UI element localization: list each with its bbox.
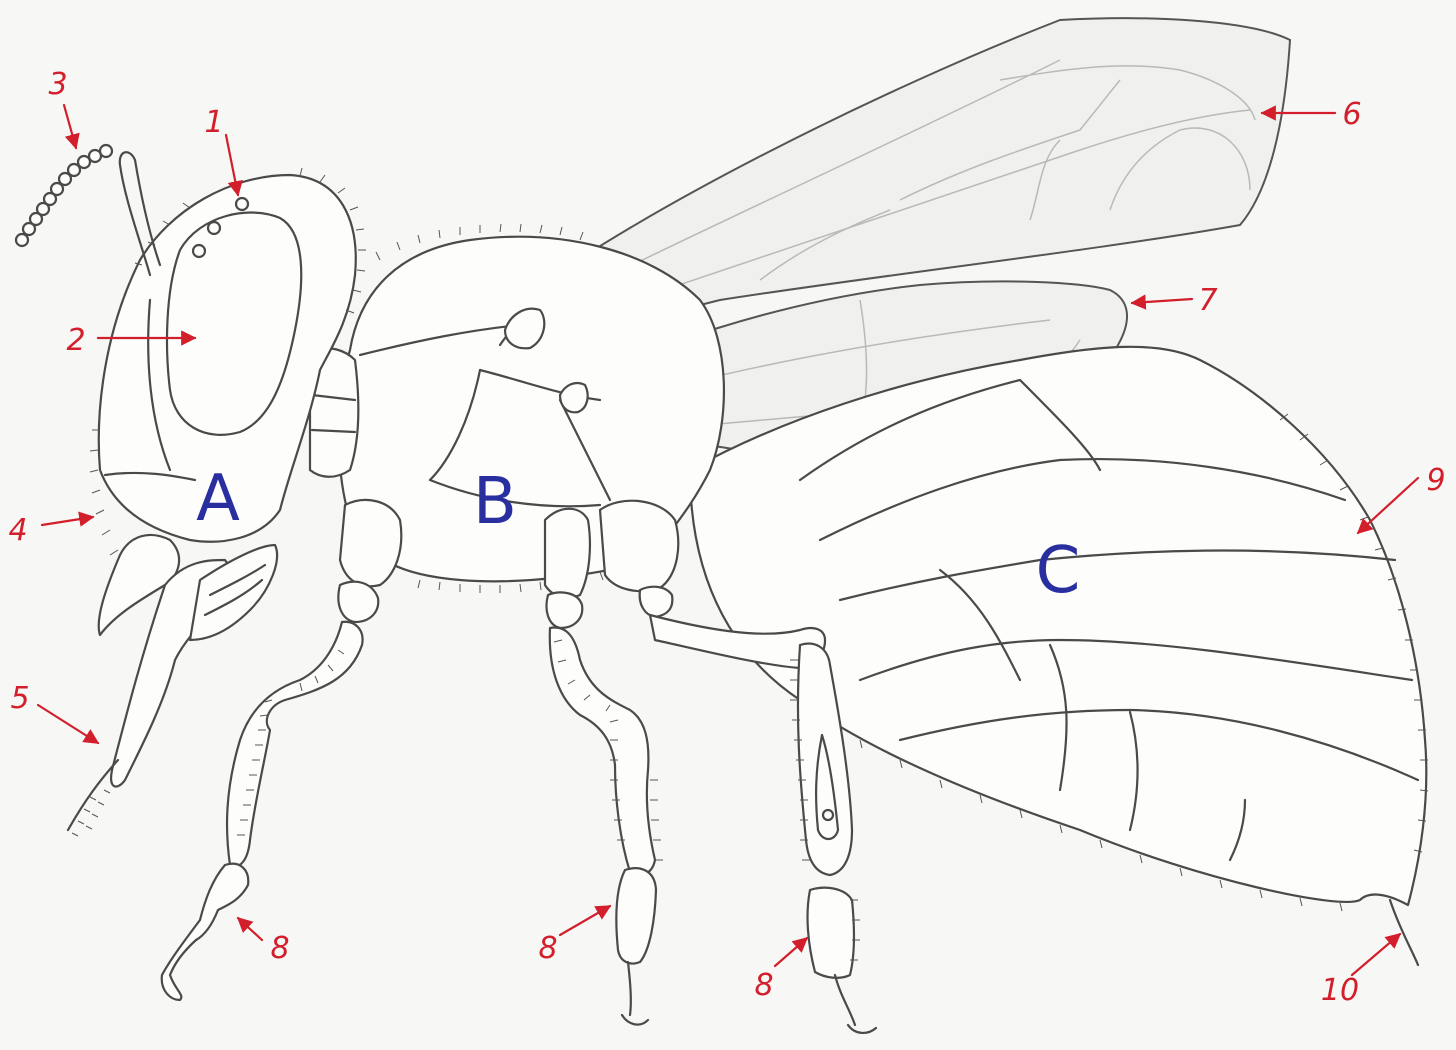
antenna bbox=[16, 145, 160, 275]
callout-number: 8 bbox=[270, 931, 289, 966]
callout-arrow bbox=[1352, 934, 1400, 975]
callout-arrow bbox=[560, 906, 610, 935]
callout-number: 10 bbox=[1321, 973, 1359, 1008]
callout-number: 2 bbox=[66, 323, 85, 358]
callout-8-hind: 8 bbox=[754, 938, 807, 1003]
callout-1: 1 bbox=[204, 105, 238, 195]
callout-number: 4 bbox=[8, 513, 27, 548]
callout-5: 5 bbox=[10, 681, 98, 743]
region-label-C: C bbox=[1036, 534, 1081, 608]
callout-arrow bbox=[38, 705, 98, 743]
callout-arrow bbox=[42, 517, 93, 525]
ocellus bbox=[236, 198, 248, 210]
region-label-A: A bbox=[196, 462, 240, 536]
region-label-B: B bbox=[473, 465, 517, 539]
callout-8-front: 8 bbox=[238, 918, 290, 966]
ocellus bbox=[208, 222, 220, 234]
callout-number: 7 bbox=[1198, 283, 1217, 318]
callout-arrow bbox=[775, 938, 807, 966]
ocellus bbox=[193, 245, 205, 257]
callout-number: 8 bbox=[754, 968, 773, 1003]
callout-arrow bbox=[238, 918, 262, 940]
callout-number: 9 bbox=[1426, 463, 1445, 498]
callout-number: 1 bbox=[204, 105, 223, 140]
callout-7: 7 bbox=[1132, 283, 1218, 318]
callout-8-middle: 8 bbox=[538, 906, 610, 966]
callout-3: 3 bbox=[48, 67, 76, 148]
callout-number: 8 bbox=[538, 931, 557, 966]
callout-number: 6 bbox=[1342, 97, 1361, 132]
callout-number: 3 bbox=[48, 67, 67, 102]
callout-4: 4 bbox=[8, 513, 93, 548]
callout-number: 5 bbox=[10, 681, 29, 716]
callout-arrow bbox=[1132, 299, 1192, 303]
callout-arrow bbox=[64, 105, 76, 148]
callout-10: 10 bbox=[1321, 934, 1400, 1008]
callout-arrow bbox=[1358, 478, 1418, 533]
